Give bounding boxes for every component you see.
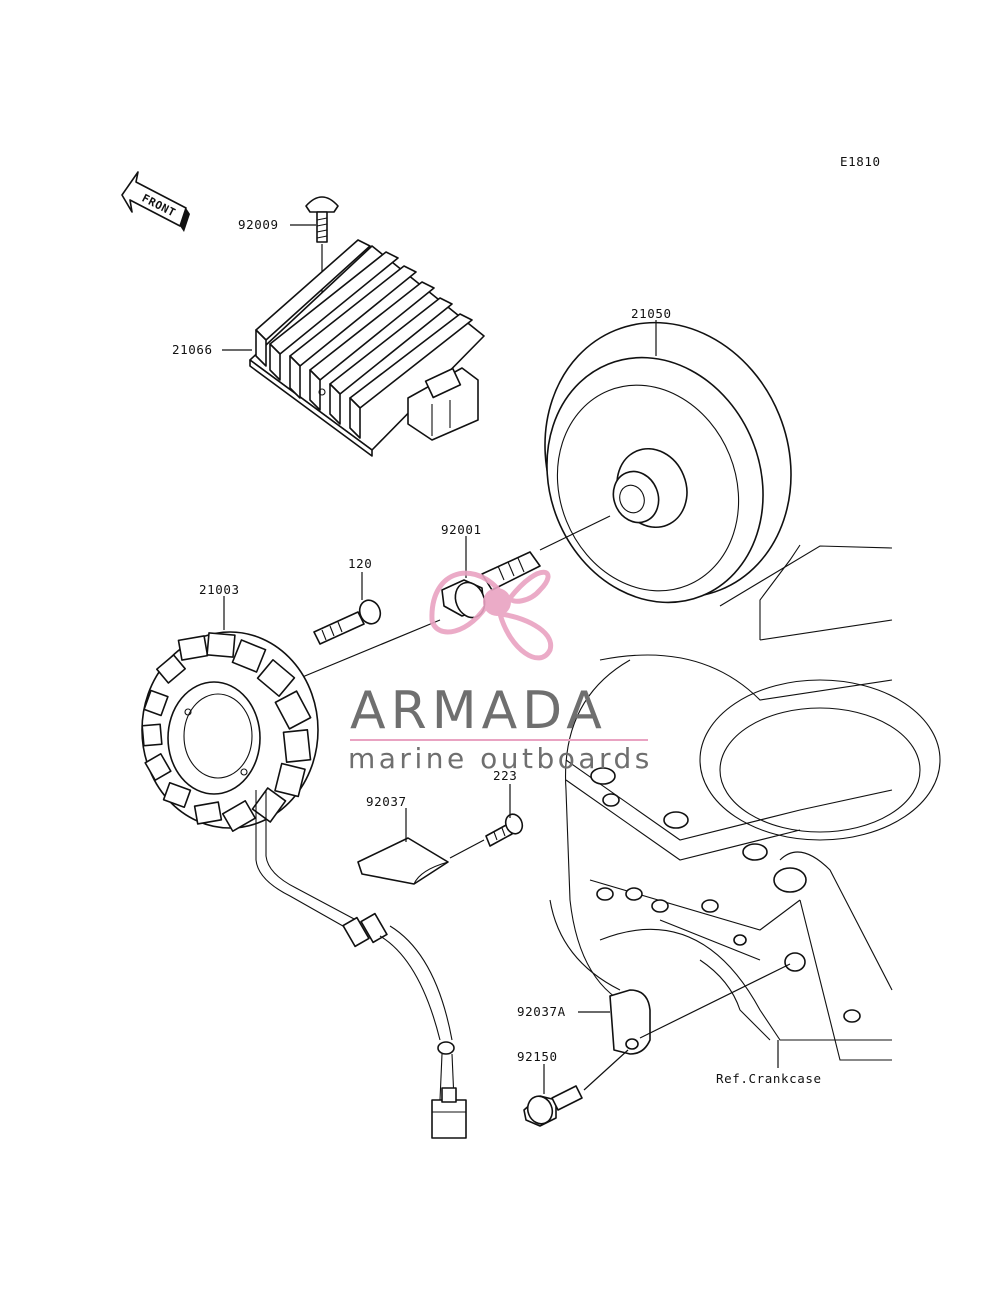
callout-92037: 92037 bbox=[366, 794, 407, 809]
stator-21003-icon bbox=[141, 631, 319, 832]
rotor-21050-icon bbox=[544, 321, 792, 604]
callout-92001: 92001 bbox=[441, 522, 482, 537]
callout-92009: 92009 bbox=[238, 217, 279, 232]
ref-crankcase-label: Ref.Crankcase bbox=[716, 1071, 822, 1086]
diagram-code: E1810 bbox=[840, 154, 881, 169]
callout-21050: 21050 bbox=[631, 306, 672, 321]
regulator-21066-icon bbox=[249, 239, 485, 457]
callout-21066: 21066 bbox=[172, 342, 213, 357]
bolt-92150-icon bbox=[523, 1085, 583, 1127]
plate-92037-icon bbox=[357, 837, 449, 885]
bolt-120-icon bbox=[313, 599, 382, 645]
screw-223-icon bbox=[485, 813, 524, 847]
screw-92009-icon bbox=[305, 196, 339, 243]
watermark-brand: ARMADA bbox=[350, 681, 607, 741]
callout-120: 120 bbox=[348, 556, 372, 571]
front-arrow-icon: FRONT bbox=[121, 171, 190, 232]
armada-logo-icon bbox=[429, 569, 554, 661]
wire-harness-icon bbox=[255, 790, 467, 1139]
crankcase-icon bbox=[549, 544, 941, 1061]
callout-223: 223 bbox=[493, 768, 517, 783]
callout-92037A: 92037A bbox=[517, 1004, 566, 1019]
bolt-92001-icon bbox=[441, 551, 541, 619]
callout-21003: 21003 bbox=[199, 582, 240, 597]
callout-92150: 92150 bbox=[517, 1049, 558, 1064]
watermark-tagline: marine outboards bbox=[348, 742, 653, 775]
clamp-92037A-icon bbox=[609, 989, 651, 1055]
